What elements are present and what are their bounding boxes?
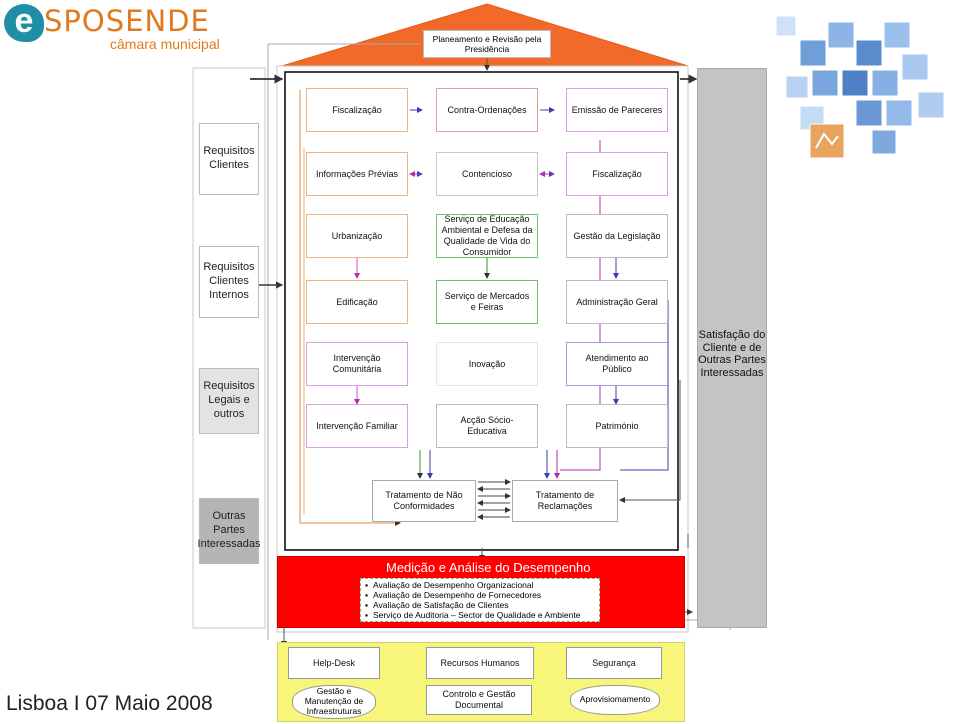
process-emissao-pareceres: Emissão de Pareceres: [566, 88, 668, 132]
measurement-analysis-panel: Medição e Análise do Desempenho Avaliaçã…: [277, 556, 685, 628]
treatment-nonconformities: Tratamento de Não Conformidades: [372, 480, 476, 522]
measurement-item: Avaliação de Satisfação de Clientes: [365, 600, 595, 610]
process-atendimento-publico: Atendimento ao Público: [566, 342, 668, 386]
support-aprovisionamento: Aprovisiomamento: [570, 685, 660, 715]
measurement-title: Medição e Análise do Desempenho: [386, 560, 591, 575]
process-administracao-geral: Administração Geral: [566, 280, 668, 324]
support-manutencao-infraestruturas: Gestão e Manutenção de Infraestruturas: [292, 685, 376, 719]
support-seguranca: Segurança: [566, 647, 662, 679]
process-patrimonio: Património: [566, 404, 668, 448]
presidency-planning-box: Planeamento e Revisão pela Presidência: [423, 30, 551, 58]
input-other-interested-parties: Outras Partes Interessadas: [198, 498, 261, 564]
process-inovacao: Inovação: [436, 342, 538, 386]
process-gestao-legislacao: Gestão da Legislação: [566, 214, 668, 258]
measurement-item: Serviço de Auditoria – Sector de Qualida…: [365, 610, 595, 620]
input-legal-requirements: Requisitos Legais e outros: [199, 368, 259, 434]
logo-mark: e: [4, 4, 44, 42]
process-fiscalizacao-1: Fiscalização: [306, 88, 408, 132]
support-processes-panel: Help-Desk Recursos Humanos Segurança Ges…: [277, 642, 685, 722]
input-internal-customer-requirements: Requisitos Clientes Internos: [199, 246, 259, 318]
treatment-complaints: Tratamento de Reclamações: [512, 480, 618, 522]
support-recursos-humanos: Recursos Humanos: [426, 647, 534, 679]
input-customer-requirements: Requisitos Clientes: [199, 123, 259, 195]
process-intervencao-familiar: Intervenção Familiar: [306, 404, 408, 448]
logo-brand: SPOSENDE: [44, 4, 210, 38]
process-edificacao: Edificação: [306, 280, 408, 324]
output-satisfaction-label: Satisfação do Cliente e de Outras Partes…: [698, 329, 766, 379]
logo-subtitle: câmara municipal: [110, 36, 220, 52]
measurement-list: Avaliação de Desempenho Organizacional A…: [360, 578, 600, 622]
support-help-desk: Help-Desk: [288, 647, 380, 679]
process-accao-socio-educativa: Acção Sócio-Educativa: [436, 404, 538, 448]
support-controlo-documental: Controlo e Gestão Documental: [426, 685, 532, 715]
process-mercados-feiras: Serviço de Mercados e Feiras: [436, 280, 538, 324]
process-contencioso: Contencioso: [436, 152, 538, 196]
measurement-item: Avaliação de Desempenho Organizacional: [365, 580, 595, 590]
process-fiscalizacao-2: Fiscalização: [566, 152, 668, 196]
process-informacoes-previas: Informações Prévias: [306, 152, 408, 196]
process-educacao-ambiental: Serviço de Educação Ambiental e Defesa d…: [436, 214, 538, 258]
output-satisfaction-panel: Satisfação do Cliente e de Outras Partes…: [697, 68, 767, 628]
process-contra-ordenacoes: Contra-Ordenações: [436, 88, 538, 132]
process-urbanizacao: Urbanização: [306, 214, 408, 258]
measurement-item: Avaliação de Desempenho de Fornecedores: [365, 590, 595, 600]
process-intervencao-comunitaria: Intervenção Comunitária: [306, 342, 408, 386]
footer-date: Lisboa I 07 Maio 2008: [6, 692, 213, 715]
